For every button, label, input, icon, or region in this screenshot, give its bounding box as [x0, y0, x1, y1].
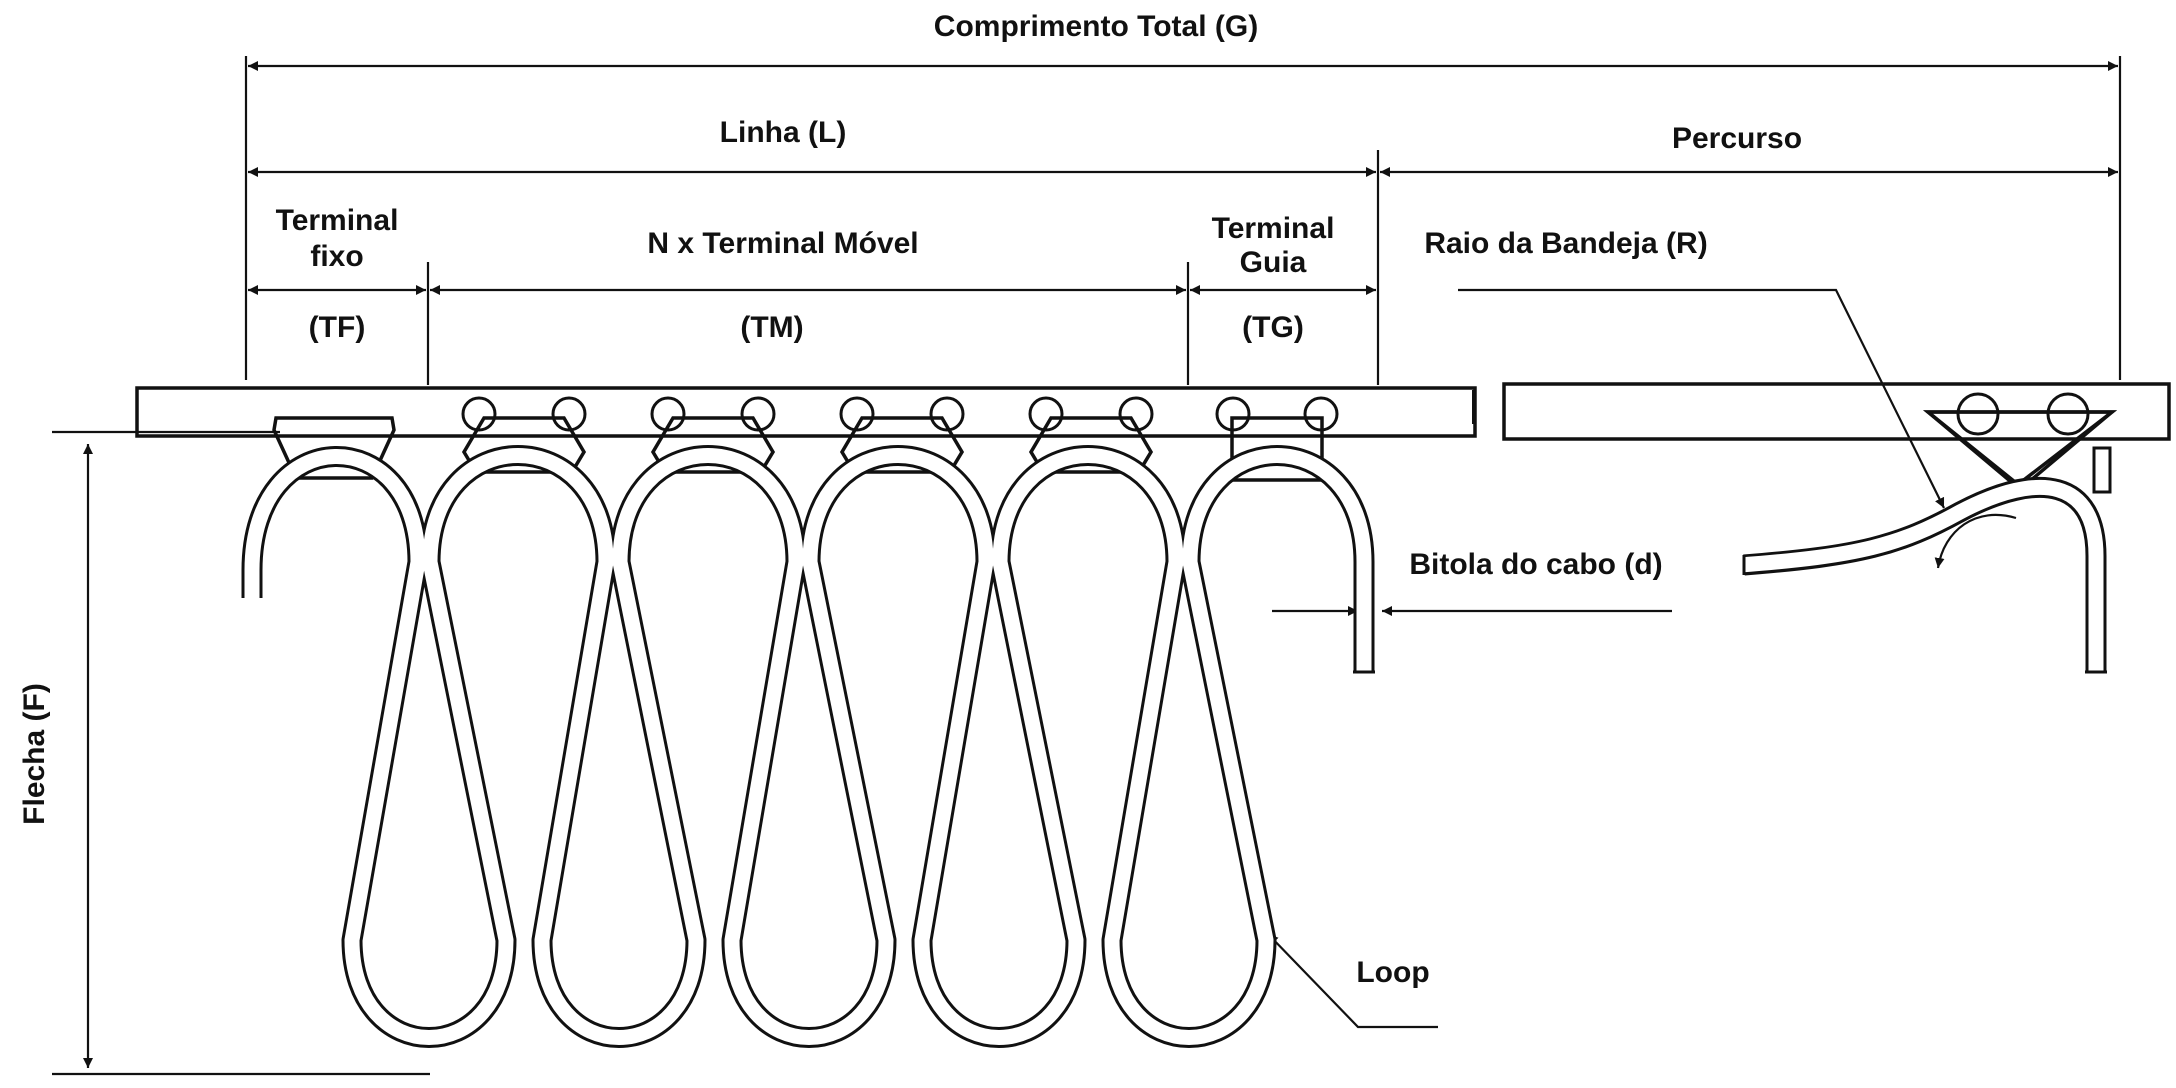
cable-inner-fill: [244, 448, 1372, 1045]
label-total-length: Comprimento Total (G): [934, 10, 1258, 43]
trolley-wheel: [839, 396, 875, 432]
label-sag: Flecha (F): [18, 683, 51, 825]
rails: [135, 382, 2171, 441]
tray-bend-arrow: [1934, 513, 2017, 569]
label-fixed-terminal-1: Terminal: [276, 204, 399, 237]
label-line: Linha (L): [720, 116, 847, 149]
rail-beam-right: [1502, 382, 2171, 441]
leader-tray-radius: [1458, 288, 1945, 509]
tray-cable-outer: [1743, 476, 2107, 672]
label-tray-radius: Raio da Bandeja (R): [1424, 227, 1707, 260]
label-fixed-terminal-code: (TF): [309, 311, 366, 344]
tray-cable-inner: [1739, 479, 2104, 676]
label-mobile-terminals: N x Terminal Móvel: [647, 227, 918, 260]
label-guide-terminal-2: Guia: [1240, 246, 1307, 279]
tray-wheel: [2046, 392, 2090, 436]
leader-loop: [1267, 933, 1438, 1029]
trolley-wheel: [461, 396, 497, 432]
label-course: Percurso: [1672, 122, 1802, 155]
festoon-cable: [241, 445, 1375, 1048]
label-mobile-terminals-code: (TM): [740, 311, 803, 344]
trolley-wheel: [1028, 396, 1064, 432]
trolley-wheel: [551, 396, 587, 432]
tray-stop-block: [2092, 446, 2112, 494]
label-fixed-terminal-2: fixo: [310, 240, 363, 273]
trolley-wheel: [650, 396, 686, 432]
tray-wheel: [1956, 392, 2000, 436]
label-guide-terminal-1: Terminal: [1212, 212, 1335, 245]
guide-terminal-body: [1230, 416, 1324, 482]
dimension-lines: [83, 61, 2118, 1068]
trolley-wheel: [1118, 396, 1154, 432]
tray-detail: [1739, 392, 2118, 676]
labels: Comprimento Total (G) Linha (L) Percurso…: [18, 10, 1802, 989]
leader-lines: [1267, 288, 1945, 1029]
label-guide-terminal-code: (TG): [1242, 311, 1304, 344]
extension-lines: [52, 56, 2122, 1076]
label-loop: Loop: [1356, 956, 1429, 989]
trolley-wheel: [929, 396, 965, 432]
guide-terminal-carriage: [1215, 396, 1339, 482]
label-cable-gauge: Bitola do cabo (d): [1409, 548, 1662, 581]
trolley-wheel: [740, 396, 776, 432]
rail-beam-left: [135, 386, 1477, 438]
